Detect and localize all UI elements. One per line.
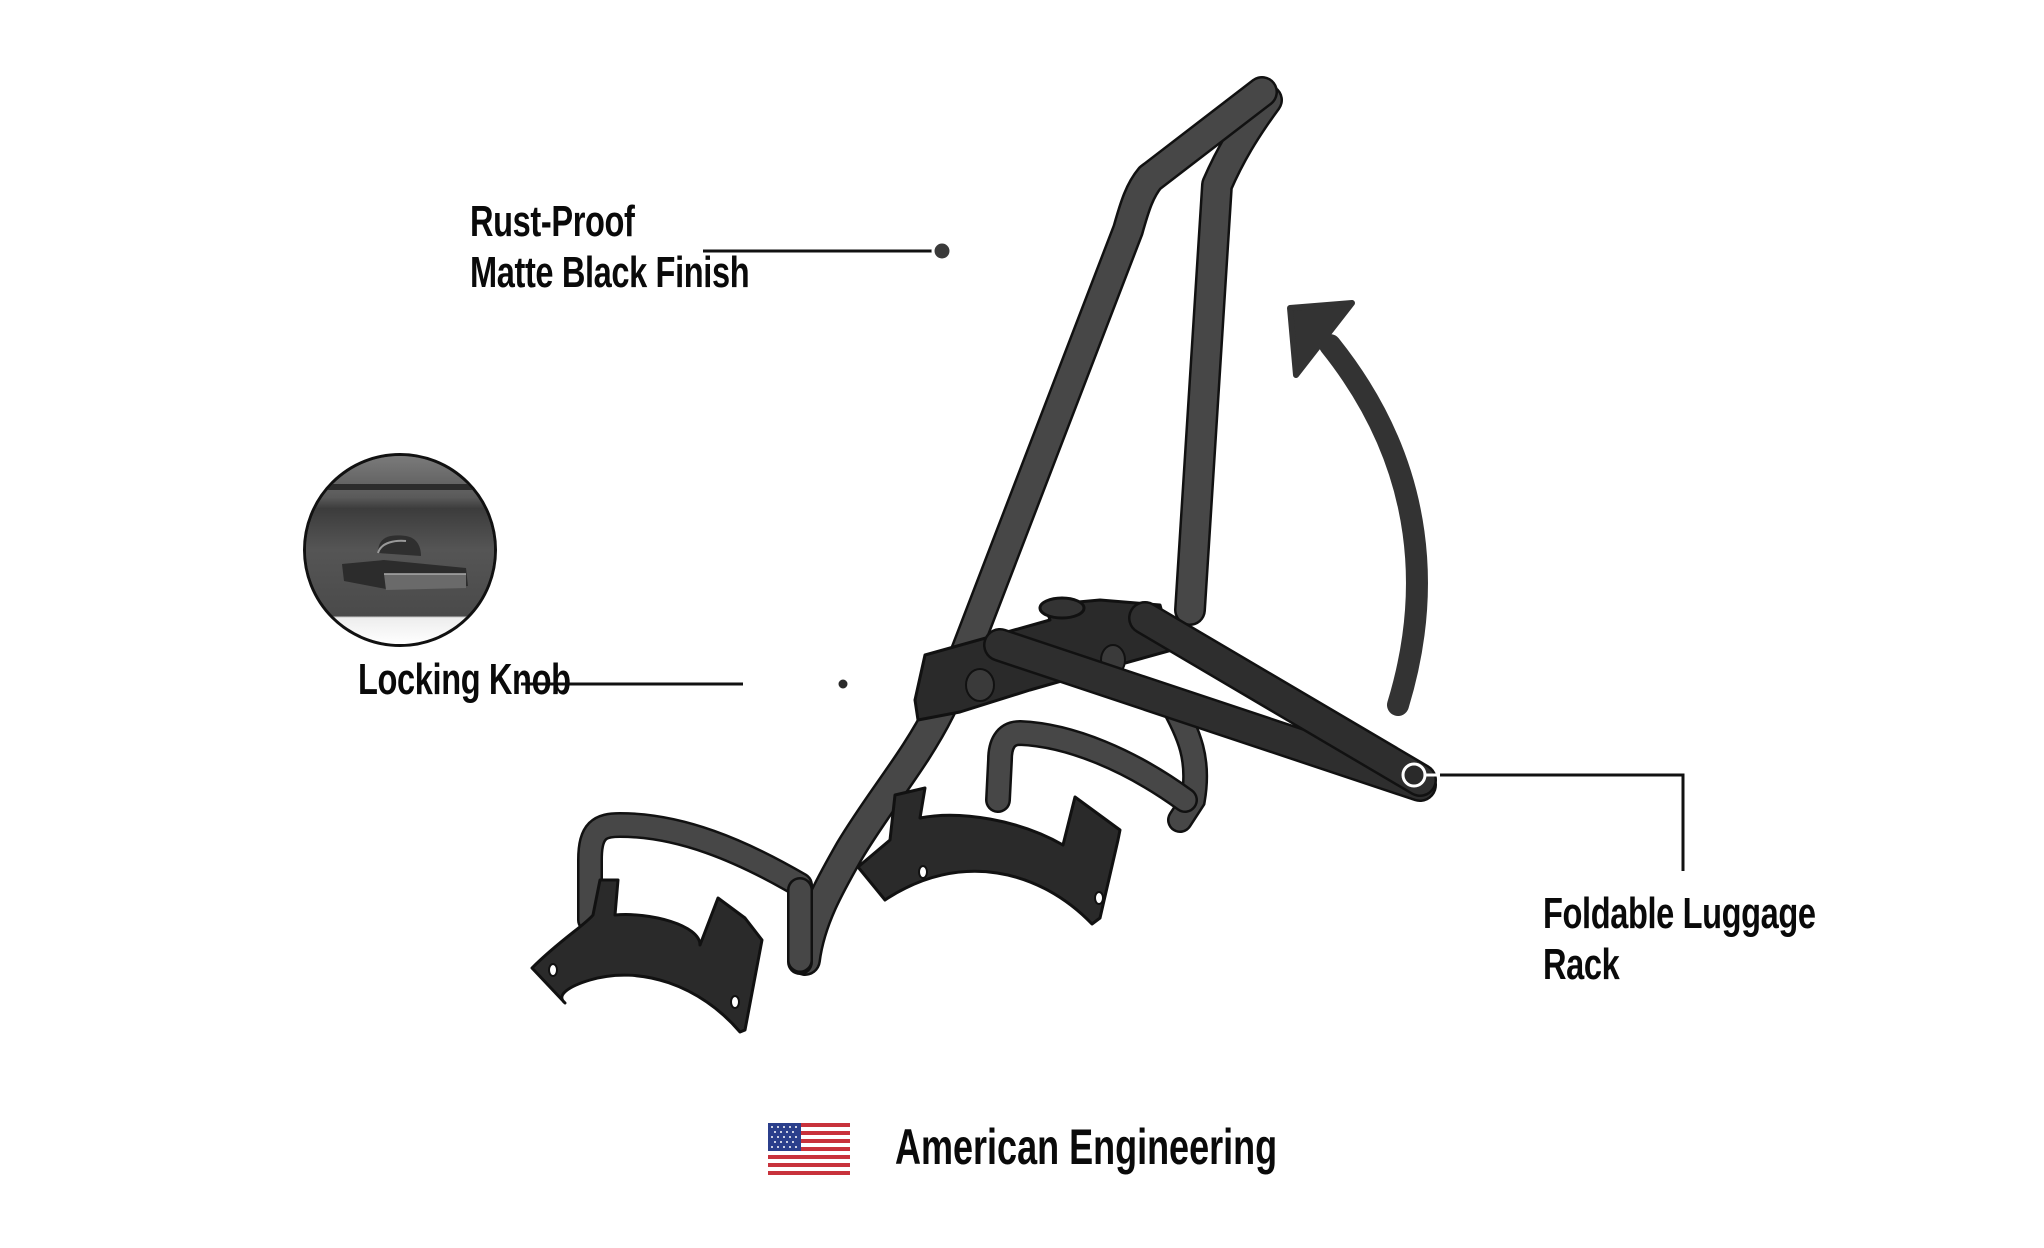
footer-tagline: American Engineering — [895, 1119, 1278, 1175]
callout-knob-pointer — [521, 676, 851, 692]
locking-knob-inset-image — [303, 453, 497, 647]
fold-direction-arrow-icon — [1287, 300, 1428, 716]
callout-finish-line1: Rust-Proof — [470, 197, 635, 246]
callout-rack-pointer — [1401, 762, 1685, 871]
callout-rack-line1: Foldable Luggage — [1543, 889, 1816, 938]
callout-rack-label: Foldable Luggage Rack — [1543, 888, 1816, 990]
callout-finish-line2: Matte Black Finish — [470, 248, 750, 297]
callout-knob-label: Locking Knob — [358, 654, 571, 705]
callout-knob-text: Locking Knob — [358, 655, 571, 704]
front-mount-bracket — [530, 811, 814, 1034]
callout-finish-pointer — [703, 240, 953, 262]
callout-rack-line2: Rack — [1543, 940, 1620, 989]
callout-finish-label: Rust-Proof Matte Black Finish — [470, 196, 750, 298]
luggage-rack-arms — [983, 601, 1437, 802]
us-flag-icon — [768, 1123, 850, 1175]
upright-frame — [789, 76, 1283, 976]
